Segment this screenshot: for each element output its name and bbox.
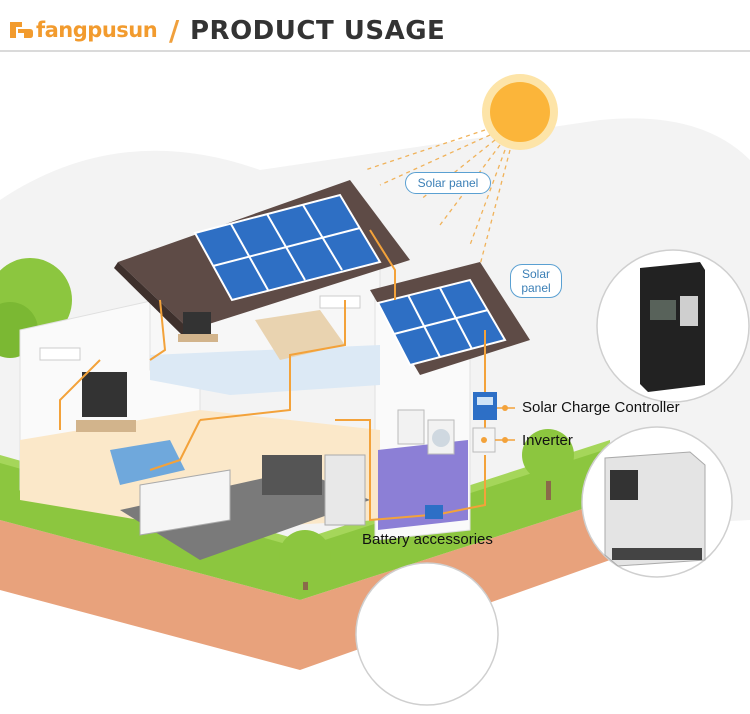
battery-box [425, 505, 443, 519]
electrical-wiring [59, 229, 486, 522]
battery-inset [355, 562, 499, 706]
page-header: fangpusun / PRODUCT USAGE [0, 0, 750, 52]
brand-logo-icon [10, 22, 33, 38]
page-title: PRODUCT USAGE [190, 16, 446, 46]
tree-front [279, 530, 331, 590]
inverter-inset [581, 426, 733, 578]
brand-name: fangpusun [36, 18, 158, 42]
sun [482, 74, 558, 150]
solar-panel-callout-2: Solar panel [510, 264, 562, 298]
battery-label: Battery accessories [362, 531, 493, 548]
charge-controller-wall [473, 392, 497, 420]
living-room-furniture [39, 347, 185, 485]
inverter-wall [472, 427, 496, 453]
solar-panel-callout-1-text: Solar panel [417, 176, 479, 190]
tree-right [522, 429, 574, 500]
house-illustration [0, 52, 750, 714]
charge-controller-label: Solar Charge Controller [522, 399, 680, 416]
solar-panel-main [193, 193, 382, 302]
inverter-label: Inverter [522, 432, 573, 449]
solar-panel-callout-2-line2: panel [521, 281, 551, 295]
header-divider [0, 50, 750, 52]
solar-panel-side [376, 278, 507, 367]
solar-panel-callout-1: Solar panel [405, 172, 491, 194]
kitchen-furniture [139, 454, 366, 536]
bedroom-furniture [178, 295, 361, 360]
brand-logo: fangpusun [8, 18, 158, 42]
laundry-appliances [397, 409, 455, 455]
solar-panel-callout-2-line1: Solar [521, 267, 550, 281]
title-separator: / [169, 14, 180, 47]
charge-controller-inset [596, 249, 750, 403]
